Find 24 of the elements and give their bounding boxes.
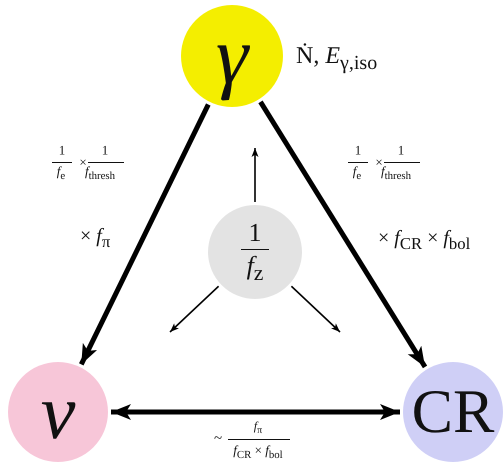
formula-term: 1 — [58, 144, 66, 156]
formula-term: f$_{thresh}$ — [380, 164, 412, 182]
formula-term: f$_{CR}$ × f$_{bol}$ — [233, 443, 283, 461]
formula-term: f$_{e}$ — [352, 164, 362, 182]
formula-term: f$_{thresh}$ — [84, 164, 116, 182]
fraction-term: 1 — [248, 220, 262, 246]
formula-term: 1 — [354, 144, 362, 156]
formula-term: 1 — [398, 144, 404, 156]
formula-term: ~ — [214, 432, 222, 446]
formula-term: × — [79, 156, 87, 168]
arrow — [79, 103, 211, 366]
formula-term: × — [375, 156, 383, 168]
formula-term: 1 — [102, 144, 108, 156]
arrow — [252, 148, 258, 202]
arrow — [258, 100, 428, 368]
node-annotation: Ṅ, E$_{γ,iso}$ — [296, 44, 378, 73]
node-symbol: ν — [40, 373, 76, 451]
formula-term: f$_{π}$ — [254, 420, 262, 436]
node-symbol: CR — [412, 381, 494, 443]
formula-term: f$_{e}$ — [56, 164, 66, 182]
arrow — [111, 404, 400, 420]
fraction-term: f$_{z}$ — [246, 252, 264, 284]
arrow — [169, 286, 220, 333]
arrow — [290, 286, 341, 333]
